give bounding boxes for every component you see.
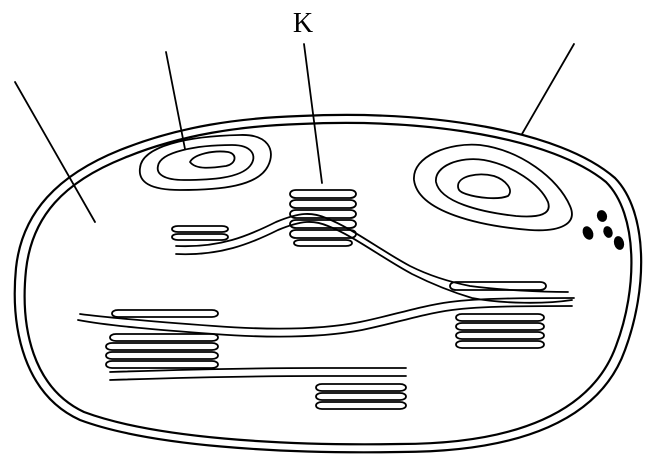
label-k: K — [293, 8, 313, 39]
starch-grain-left — [140, 135, 271, 190]
starch-grain-right — [414, 145, 572, 231]
lipid-droplets — [581, 209, 626, 251]
granum-upper-left — [172, 226, 228, 240]
leader-line-envelope — [522, 44, 574, 134]
leader-lines — [15, 44, 574, 222]
granum-k — [290, 190, 356, 246]
leader-line-k — [304, 44, 322, 183]
granum-bottom — [316, 384, 406, 409]
